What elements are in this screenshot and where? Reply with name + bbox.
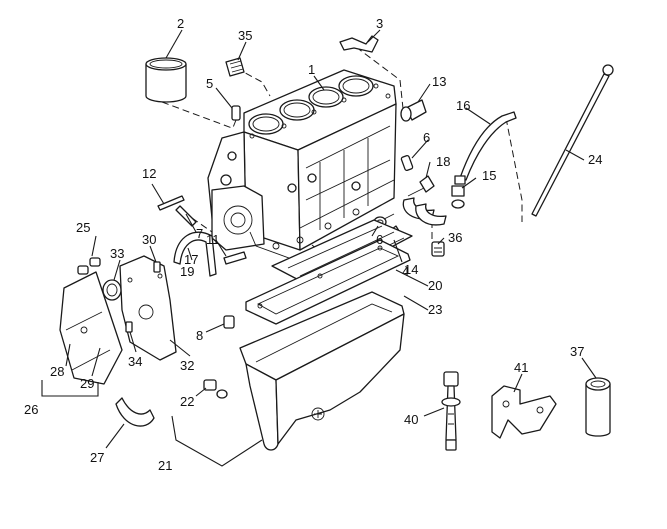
callout-16: 16 (456, 98, 470, 113)
dowel-5 (231, 105, 241, 121)
callout-12: 12 (142, 166, 156, 181)
bushing-8 (223, 315, 235, 329)
callout-1: 1 (308, 62, 315, 77)
callout-7: 7 (196, 226, 203, 241)
callout-34: 34 (128, 354, 142, 369)
plug-35 (225, 57, 245, 77)
plug-22 (203, 379, 228, 399)
callout-17: 17 (184, 252, 198, 267)
bolt-11 (223, 251, 247, 265)
callout-27: 27 (90, 450, 104, 465)
callout-13: 13 (432, 74, 446, 89)
stud-12 (157, 195, 185, 211)
elbow-fitting (339, 35, 379, 53)
engine-block (207, 69, 397, 263)
shaft-40 (441, 371, 461, 451)
leader-lines (41, 29, 597, 467)
callout-11: 11 (206, 232, 220, 247)
callout-33: 33 (110, 246, 124, 261)
drain-plug-36 (431, 241, 445, 257)
callout-4: 4 (402, 264, 409, 279)
callout-20: 20 (428, 278, 442, 293)
callout-23: 23 (428, 302, 442, 317)
callout-35: 35 (238, 28, 252, 43)
oil-tube-16 (454, 111, 517, 185)
callout-32: 32 (180, 358, 194, 373)
clip-19 (173, 231, 217, 277)
callout-28: 28 (50, 364, 64, 379)
plug-13 (400, 99, 427, 122)
callout-6a: 6 (423, 130, 430, 145)
callout-29: 29 (80, 376, 94, 391)
callout-30: 30 (142, 232, 156, 247)
callout-22: 22 (180, 394, 194, 409)
dowel-34 (125, 321, 133, 333)
bracket-41 (491, 385, 557, 439)
timing-cover-32 (119, 255, 177, 361)
callout-6b: 6 (376, 232, 383, 247)
callout-40: 40 (404, 412, 418, 427)
bearing-shells-18 (402, 175, 447, 226)
callout-37: 37 (570, 344, 584, 359)
callout-25: 25 (76, 220, 90, 235)
pan-gasket-23 (245, 239, 411, 325)
callout-41: 41 (514, 360, 528, 375)
seal-ring-27 (115, 397, 155, 427)
callout-labels: 1 2 3 4 5 6 6 7 8 11 12 13 14 15 16 17 1… (24, 16, 602, 473)
callout-18: 18 (436, 154, 450, 169)
seal-33 (102, 279, 122, 301)
callout-2: 2 (177, 16, 184, 31)
callout-15: 15 (482, 168, 496, 183)
callout-3: 3 (376, 16, 383, 31)
plug-6-upper (400, 154, 414, 172)
callout-8: 8 (196, 328, 203, 343)
seal-25 (77, 257, 101, 275)
union-15 (451, 185, 465, 209)
cylinder-sleeve (145, 57, 187, 103)
callout-5: 5 (206, 76, 213, 91)
callout-26: 26 (24, 402, 38, 417)
sleeve-37 (585, 377, 611, 437)
callout-19: 19 (180, 264, 194, 279)
callout-24: 24 (588, 152, 602, 167)
front-cover-28-29 (59, 271, 123, 385)
callout-14: 14 (404, 262, 418, 277)
dowel-30 (153, 261, 161, 273)
oil-pan-21 (239, 291, 405, 451)
dipstick-24 (531, 64, 614, 217)
pin-17 (175, 205, 197, 227)
callout-21: 21 (158, 458, 172, 473)
callout-36: 36 (448, 230, 462, 245)
